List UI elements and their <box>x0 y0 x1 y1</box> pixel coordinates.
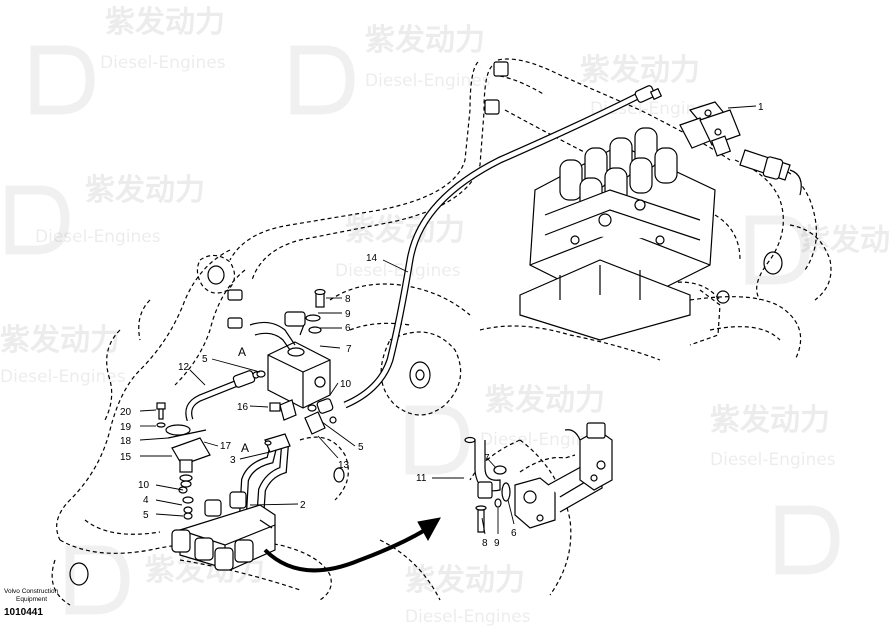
watermark-cn: 紫发动力 <box>85 173 205 208</box>
callout-4: 4 <box>143 495 149 506</box>
callout-8-detail: 8 <box>482 538 488 549</box>
watermark-logo-icon <box>745 215 810 285</box>
part-13-fitting <box>304 398 337 435</box>
part-7-manifold-block <box>267 341 331 409</box>
callout-9-detail: 9 <box>494 538 500 549</box>
detail-view <box>464 422 613 533</box>
part-2-valve-block <box>171 491 276 571</box>
watermark-logo-icon <box>65 545 130 615</box>
drawing-number: 1010441 <box>4 607 43 618</box>
watermark-cn: 紫发动力 <box>580 53 700 88</box>
callout-5-upper: 5 <box>202 354 208 365</box>
watermark-en: Diesel-Engines <box>0 367 126 387</box>
callout-10-upper: 10 <box>340 379 352 390</box>
callout-labels: 1 2 3 4 5 5 5 6 6 7 7 8 8 9 9 10 10 11 1… <box>120 102 764 549</box>
callout-11: 11 <box>416 473 427 484</box>
callout-18: 18 <box>120 436 132 447</box>
upper-elbow-fitting <box>249 288 326 351</box>
part-3-pipe-flanges <box>264 433 291 453</box>
callout-2: 2 <box>300 500 306 511</box>
hose-12 <box>185 376 247 422</box>
callout-3: 3 <box>230 455 236 466</box>
callout-10-lower: 10 <box>138 480 150 491</box>
watermark-logo-icon <box>5 185 70 255</box>
part-15-flange <box>165 424 211 488</box>
brand-line-2: Equipment <box>16 596 48 603</box>
callout-17: 17 <box>220 441 232 452</box>
watermark-en: Diesel-Engines <box>335 261 461 281</box>
callout-12: 12 <box>178 362 190 373</box>
watermark-logo-icon <box>775 505 840 575</box>
callout-14: 14 <box>366 253 378 264</box>
brand-name: Volvo Construction Equipment <box>4 588 94 604</box>
watermark-cn: 紫发动力 <box>485 383 605 418</box>
watermark-logo-icon <box>405 405 470 475</box>
watermark-cn: 紫发动力 <box>405 563 525 598</box>
boom-top-fittings <box>227 61 509 329</box>
callout-20: 20 <box>120 407 132 418</box>
misc-seals <box>178 370 317 520</box>
part-16-fitting <box>269 399 297 421</box>
watermark-en: Diesel-Engines <box>35 227 161 247</box>
callout-6-detail: 6 <box>511 528 517 539</box>
watermark-cn: 紫发动力 <box>105 5 225 40</box>
callout-13: 13 <box>338 460 350 471</box>
hose-end-fitting-upper <box>634 85 663 103</box>
part-1-connector-block <box>679 101 741 157</box>
watermark-logo-icon <box>30 45 95 115</box>
frame-holes <box>69 251 783 586</box>
leader-lines <box>139 105 757 535</box>
watermark-cn: 紫发动力 <box>0 323 120 358</box>
callout-1: 1 <box>758 102 764 113</box>
section-label-a-lower: A <box>241 441 249 455</box>
callout-7-detail: 7 <box>484 453 490 464</box>
watermark-en: Diesel-Engines <box>100 53 226 73</box>
part-20-bolt <box>156 402 166 428</box>
hose-14 <box>343 91 642 409</box>
section-label-a-upper: A <box>238 345 246 359</box>
watermark-cn: 紫发动力 <box>710 403 830 438</box>
brand-line-1: Volvo Construction <box>4 588 59 595</box>
detail-arrow <box>263 517 441 573</box>
callout-9-upper: 9 <box>345 309 351 320</box>
detail-view-dashed <box>519 454 576 473</box>
callout-5-lower: 5 <box>143 510 149 521</box>
hose-12-fitting <box>232 370 260 388</box>
drawing-footer: Volvo Construction Equipment 1010441 <box>4 588 94 618</box>
callout-15: 15 <box>120 452 132 463</box>
watermark-logo-icon <box>290 45 355 115</box>
machine-frame-outline <box>51 58 832 606</box>
control-valve-block <box>519 127 716 341</box>
callout-8-upper: 8 <box>345 294 351 305</box>
callout-7-upper: 7 <box>346 344 352 355</box>
watermark-en: Diesel-Engines <box>710 450 836 470</box>
callout-5-right: 5 <box>358 442 364 453</box>
watermark-cn: 紫发动力 <box>800 223 890 258</box>
callout-6-upper: 6 <box>345 323 351 334</box>
callout-19: 19 <box>120 422 132 433</box>
callout-16: 16 <box>237 402 249 413</box>
part-3-pipes <box>239 439 289 521</box>
watermark-en: Diesel-Engines <box>365 71 491 91</box>
watermark-cn: 紫发动力 <box>365 23 485 58</box>
upper-right-hose-stub <box>739 149 802 196</box>
watermark-en: Diesel-Engines <box>405 607 531 627</box>
